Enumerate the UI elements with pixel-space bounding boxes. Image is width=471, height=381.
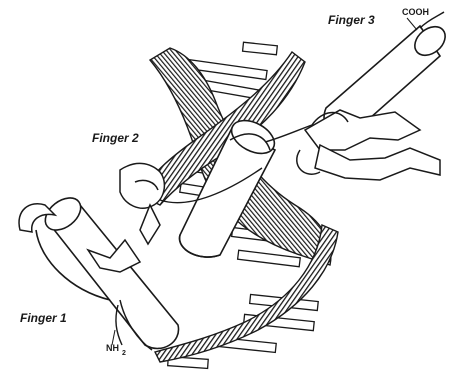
label-cooh: COOH xyxy=(402,7,429,17)
base-pair xyxy=(238,250,301,266)
label-finger1: Finger 1 xyxy=(20,311,67,325)
label-finger3: Finger 3 xyxy=(328,13,375,27)
base-pair xyxy=(243,42,278,55)
label-finger2: Finger 2 xyxy=(92,131,139,145)
label-nh2-subscript: 2 xyxy=(122,350,126,357)
finger3-ribbons xyxy=(297,110,440,180)
